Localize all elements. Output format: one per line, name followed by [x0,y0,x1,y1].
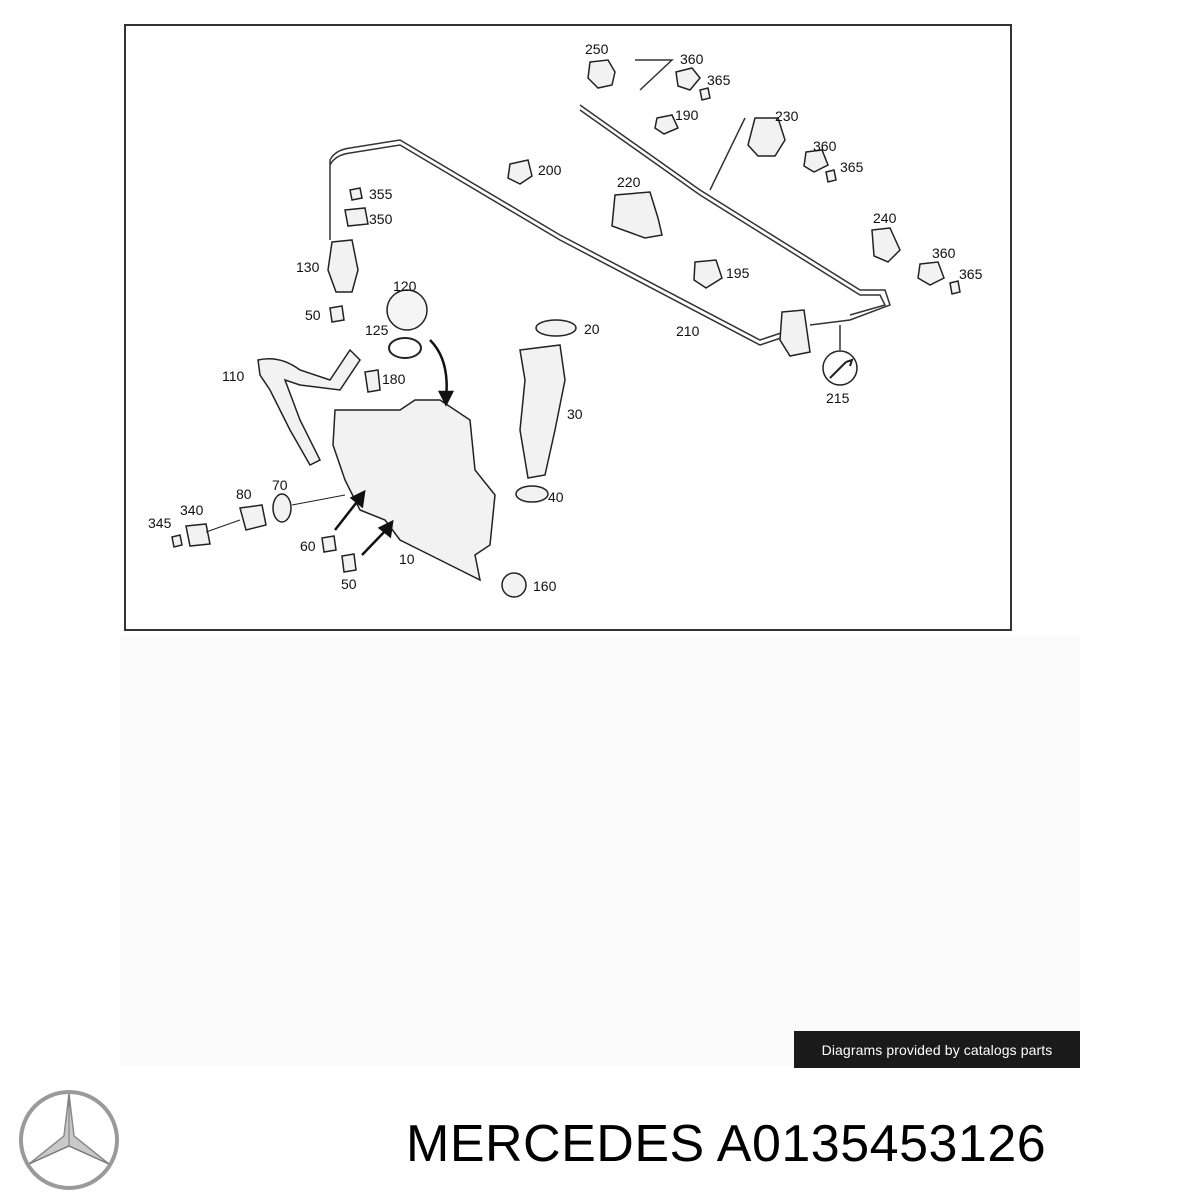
callout-50b: 50 [341,576,357,592]
plug-160 [501,572,527,598]
callout-355: 355 [369,186,393,202]
callout-180: 180 [382,371,406,387]
callout-340: 340 [180,502,204,518]
callout-80: 80 [236,486,252,502]
clip-195 [693,259,723,289]
callout-240: 240 [873,210,897,226]
connector-350 [344,207,369,227]
adapter-360b [803,149,829,173]
bracket-220 [611,191,663,239]
callout-160: 160 [533,578,557,594]
callout-230: 230 [775,108,799,124]
mercedes-star-icon [19,1090,119,1190]
callout-60: 60 [300,538,316,554]
clip-190 [654,114,680,135]
seal-70 [272,493,292,523]
bolt-50b [341,553,357,573]
cap-365c [949,280,961,295]
adapter-360c [917,261,945,286]
cap-345 [171,534,183,548]
callout-200: 200 [538,162,562,178]
callout-360a: 360 [680,51,704,67]
leader-lines [205,494,346,533]
callout-195: 195 [726,265,750,281]
callout-220: 220 [617,174,641,190]
bolt-60 [321,535,337,553]
clip-200 [507,159,533,185]
bolt-180 [364,369,381,393]
hose-110 [257,348,361,466]
cap-365b [825,169,837,183]
callout-350: 350 [369,211,393,227]
nozzle-250 [587,59,616,89]
callout-360b: 360 [813,138,837,154]
nozzle-230 [747,117,786,157]
cap-20 [535,319,577,337]
callout-20: 20 [584,321,600,337]
oring-125 [388,337,422,359]
callout-125: 125 [365,322,389,338]
washer-hoses [329,59,891,350]
callout-120: 120 [393,278,417,294]
canvas-background [120,636,1080,1066]
callout-250: 250 [585,41,609,57]
grommet-215 [779,309,811,357]
parts-diagram: 250 360 365 190 230 360 365 200 220 355 … [124,24,1012,631]
adapter-360a [675,67,701,91]
cap-355 [349,187,363,201]
callout-365c: 365 [959,266,983,282]
parts-shapes [171,59,961,598]
credit-banner: Diagrams provided by catalogs parts [794,1031,1080,1068]
callout-190: 190 [675,107,699,123]
filler-neck-30 [519,344,566,479]
callout-labels: 250 360 365 190 230 360 365 200 220 355 … [148,41,983,594]
callout-50a: 50 [305,307,321,323]
callout-365a: 365 [707,72,731,88]
cap-365a [699,87,711,101]
nozzle-240 [871,227,901,263]
part-title: MERCEDES A0135453126 [406,1115,1047,1173]
connector-340 [185,523,211,547]
callout-215: 215 [826,390,850,406]
callout-130: 130 [296,259,320,275]
callout-30: 30 [567,406,583,422]
credit-text: Diagrams provided by catalogs parts [821,1041,1053,1058]
callout-210: 210 [676,323,700,339]
callout-110: 110 [222,368,245,384]
seal-40 [515,485,549,503]
pump-130 [327,239,359,293]
sensor-80 [239,504,267,531]
callout-10: 10 [399,551,415,567]
callout-40: 40 [548,489,564,505]
callout-345: 345 [148,515,172,531]
cap-120 [386,289,428,331]
callout-70: 70 [272,477,288,493]
bolt-50a [329,305,345,323]
arrows [334,339,455,556]
callout-365b: 365 [840,159,864,175]
callout-360c: 360 [932,245,956,261]
